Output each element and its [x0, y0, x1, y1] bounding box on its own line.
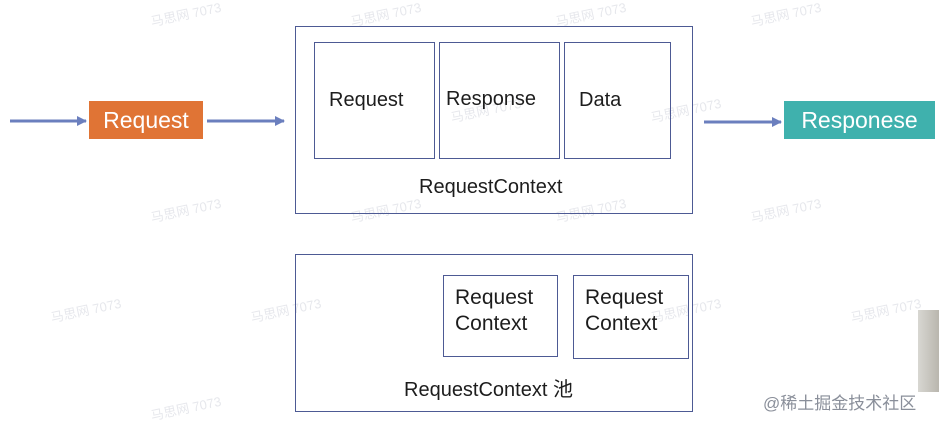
response-pill-label: Responese — [801, 106, 918, 133]
request-pill-label: Request — [103, 106, 189, 133]
response-pill: Responese — [784, 101, 935, 139]
context-cell-data: Data — [564, 42, 671, 159]
pool-item-line2: Context — [455, 312, 528, 335]
pool-item: Request Context — [443, 275, 558, 357]
context-pool-title: RequestContext 池 — [404, 379, 573, 401]
request-context-box — [295, 26, 693, 214]
context-cell-label: Request — [329, 89, 404, 111]
context-cell-response: Response — [439, 42, 560, 159]
context-cell-label: Response — [446, 88, 537, 110]
request-context-title: RequestContext — [419, 176, 563, 198]
context-cell-label: Data — [579, 89, 622, 111]
pool-item-line1: Request — [455, 286, 534, 309]
presenter-video-thumbnail — [918, 310, 939, 392]
context-cell-request: Request — [314, 42, 435, 159]
context-pool-box — [295, 254, 693, 412]
platform-credit: @稀土掘金技术社区 — [763, 394, 917, 413]
request-pill: Request — [89, 101, 203, 139]
pool-item-line1: Request — [585, 286, 664, 309]
pool-item: Request Context — [573, 275, 689, 359]
pool-item-line2: Context — [585, 312, 658, 335]
